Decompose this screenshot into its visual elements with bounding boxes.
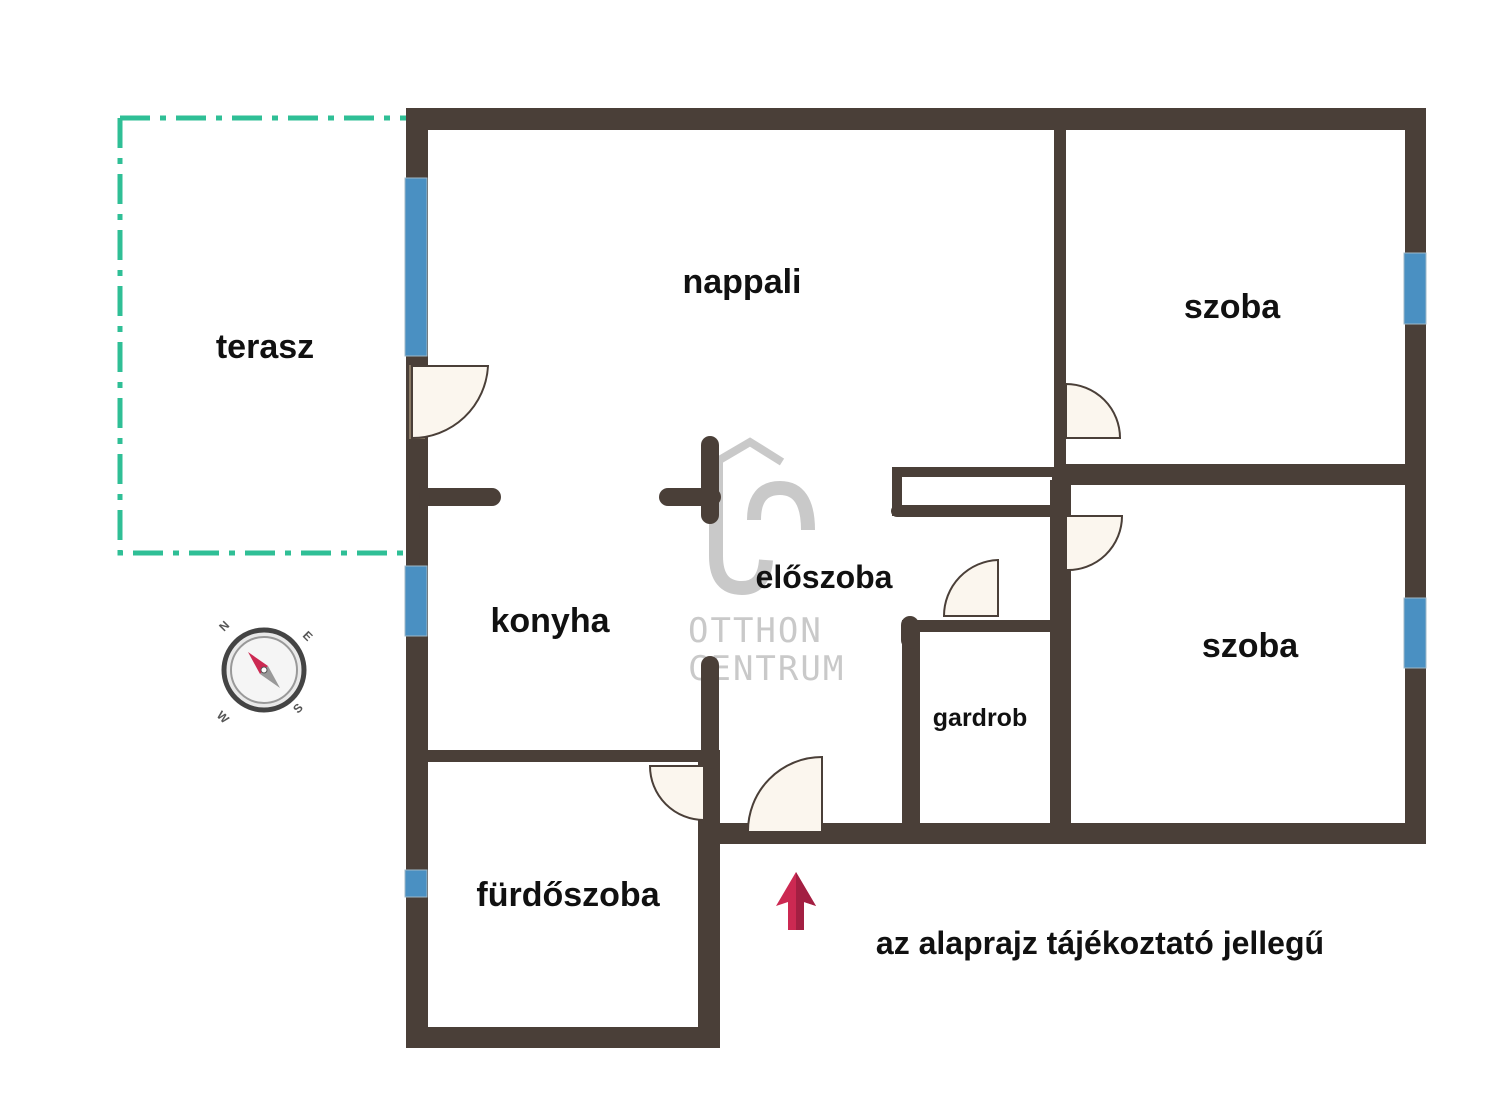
label-kitchen: konyha xyxy=(490,602,610,640)
wall-top xyxy=(406,108,1426,130)
door-wardrobe xyxy=(942,558,999,617)
watermark-c xyxy=(747,480,815,531)
wall-room-divider xyxy=(1060,464,1410,485)
wall-bottom-left xyxy=(406,1027,720,1048)
wall-kitchen-bath xyxy=(428,750,710,762)
compass-n: N xyxy=(216,618,232,634)
label-room-2: szoba xyxy=(1202,627,1299,665)
door-room2 xyxy=(1065,515,1124,572)
wall-wardrobe-left xyxy=(902,620,920,826)
door-entrance xyxy=(746,755,823,833)
wall-bathroom-right xyxy=(698,750,720,1048)
hall-shelf-box xyxy=(892,467,1062,516)
door-bathroom xyxy=(648,765,705,822)
wall-room1-left xyxy=(1054,130,1066,470)
window-bathroom xyxy=(404,869,428,898)
door-room1 xyxy=(1065,382,1122,439)
label-hallway: előszoba xyxy=(756,559,893,595)
door-terrace xyxy=(409,365,490,440)
window-room2 xyxy=(1403,597,1427,669)
label-bathroom: fürdőszoba xyxy=(476,876,660,914)
watermark-line1: OTTHON xyxy=(688,611,823,651)
compass-e: E xyxy=(300,628,316,644)
wall-stubs xyxy=(419,436,1062,769)
label-living-room: nappali xyxy=(682,263,801,301)
compass-s: S xyxy=(290,701,306,717)
label-wardrobe: gardrob xyxy=(933,704,1027,732)
doors xyxy=(409,365,1124,833)
disclaimer-text: az alaprajz tájékoztató jellegű xyxy=(876,925,1324,961)
watermark-roof xyxy=(713,437,785,466)
label-room-1: szoba xyxy=(1184,288,1281,326)
terrace-outline xyxy=(117,115,408,556)
windows xyxy=(404,177,1427,898)
wall-wardrobe-top xyxy=(912,620,1054,632)
otthon-centrum-watermark: OTTHON CENTRUM xyxy=(688,437,843,689)
watermark-o xyxy=(709,462,773,596)
window-living-terrace xyxy=(404,177,428,357)
entrance-arrow-icon xyxy=(776,872,816,930)
window-kitchen xyxy=(404,565,428,637)
compass-w: W xyxy=(214,708,232,726)
window-room1 xyxy=(1403,252,1427,325)
label-terrace: terasz xyxy=(216,328,314,366)
room-labels: terasz nappali szoba szoba konyha előszo… xyxy=(216,263,1299,914)
wall-bottom-right xyxy=(708,823,1426,844)
compass-icon: N E S W xyxy=(214,618,316,727)
